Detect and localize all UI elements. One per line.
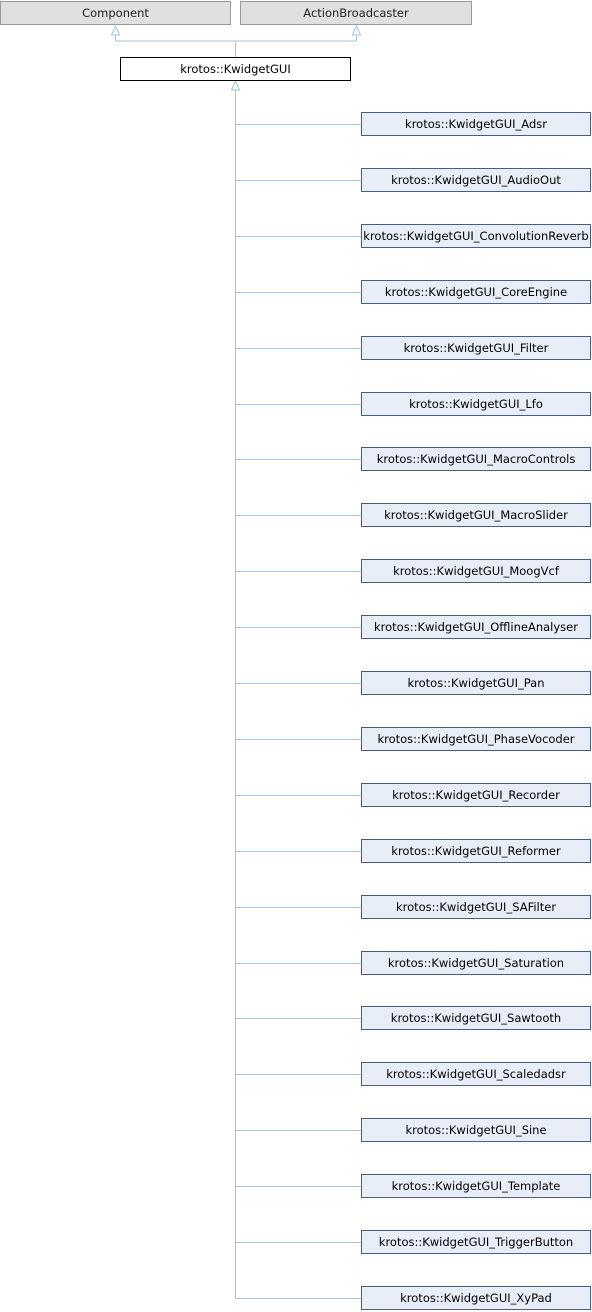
derived-class-box[interactable]: krotos::KwidgetGUI_Reformer	[361, 839, 591, 863]
derived-class-box[interactable]: krotos::KwidgetGUI_CoreEngine	[361, 280, 591, 304]
derived-class-box[interactable]: krotos::KwidgetGUI_Sawtooth	[361, 1006, 591, 1030]
derived-class-box[interactable]: krotos::KwidgetGUI_MoogVcf	[361, 559, 591, 583]
derived-class-box[interactable]: krotos::KwidgetGUI_AudioOut	[361, 168, 591, 192]
arrow-actionbroadcaster	[351, 24, 362, 36]
derived-class-box[interactable]: krotos::KwidgetGUI_ConvolutionReverb	[361, 224, 591, 248]
base-class-actionbroadcaster[interactable]: ActionBroadcaster	[240, 1, 472, 25]
derived-class-box[interactable]: krotos::KwidgetGUI_MacroControls	[361, 447, 591, 471]
derived-class-box[interactable]: krotos::KwidgetGUI_Saturation	[361, 951, 591, 975]
derived-class-box[interactable]: krotos::KwidgetGUI_Filter	[361, 336, 591, 360]
derived-class-box[interactable]: krotos::KwidgetGUI_Sine	[361, 1118, 591, 1142]
derived-class-box[interactable]: krotos::KwidgetGUI_SAFilter	[361, 895, 591, 919]
focus-class-kwidgetgui: krotos::KwidgetGUI	[120, 57, 351, 81]
derived-class-box[interactable]: krotos::KwidgetGUI_TriggerButton	[361, 1230, 591, 1254]
arrow-component	[110, 24, 121, 36]
derived-class-box[interactable]: krotos::KwidgetGUI_PhaseVocoder	[361, 727, 591, 751]
base-class-component[interactable]: Component	[0, 1, 231, 25]
derived-class-box[interactable]: krotos::KwidgetGUI_Lfo	[361, 392, 591, 416]
derived-class-box[interactable]: krotos::KwidgetGUI_OfflineAnalyser	[361, 615, 591, 639]
derived-class-box[interactable]: krotos::KwidgetGUI_Template	[361, 1174, 591, 1198]
derived-class-box[interactable]: krotos::KwidgetGUI_Pan	[361, 671, 591, 695]
derived-class-box[interactable]: krotos::KwidgetGUI_MacroSlider	[361, 503, 591, 527]
derived-class-box[interactable]: krotos::KwidgetGUI_Adsr	[361, 112, 591, 136]
derived-class-box[interactable]: krotos::KwidgetGUI_XyPad	[361, 1286, 591, 1310]
derived-class-box[interactable]: krotos::KwidgetGUI_Recorder	[361, 783, 591, 807]
arrow-focus	[230, 79, 241, 91]
derived-class-box[interactable]: krotos::KwidgetGUI_Scaledadsr	[361, 1062, 591, 1086]
